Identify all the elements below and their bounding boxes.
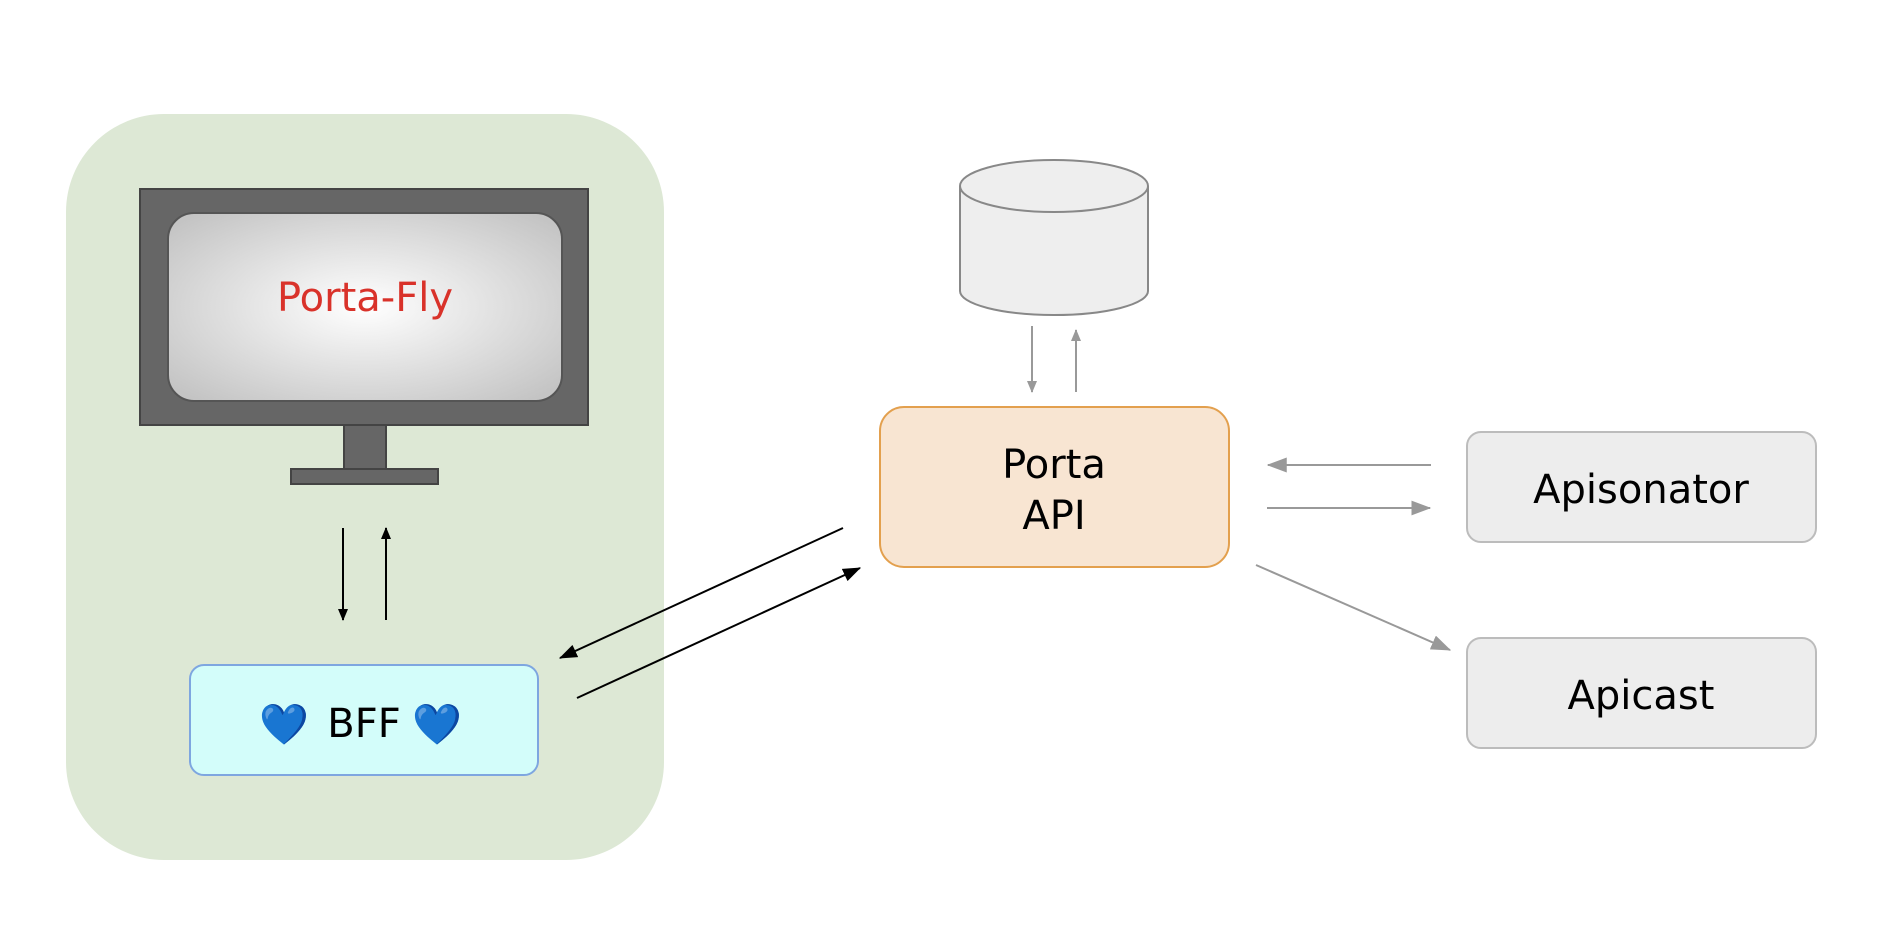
porta-label-line1: Porta: [1002, 442, 1106, 488]
bff-box: 💙 BFF 💙: [189, 664, 539, 776]
monitor-icon: Porta-Fly: [139, 188, 589, 485]
apisonator-label: Apisonator: [1533, 467, 1749, 513]
arrow-porta-to-bff: [558, 527, 844, 659]
bff-label: BFF: [327, 701, 400, 747]
arrow-porta-to-apicast: [1255, 564, 1452, 651]
database-icon: [959, 159, 1149, 316]
apicast-label: Apicast: [1568, 673, 1715, 719]
apisonator-box: Apisonator: [1466, 431, 1817, 543]
porta-api-box: Porta API: [879, 406, 1230, 568]
apicast-box: Apicast: [1466, 637, 1817, 749]
porta-label-line2: API: [1022, 493, 1085, 539]
screen-label: Porta-Fly: [277, 275, 453, 321]
bff-heart-left: 💙: [259, 702, 309, 748]
arrow-bff-to-porta: [576, 567, 862, 699]
bff-heart-right: 💙: [412, 702, 462, 748]
